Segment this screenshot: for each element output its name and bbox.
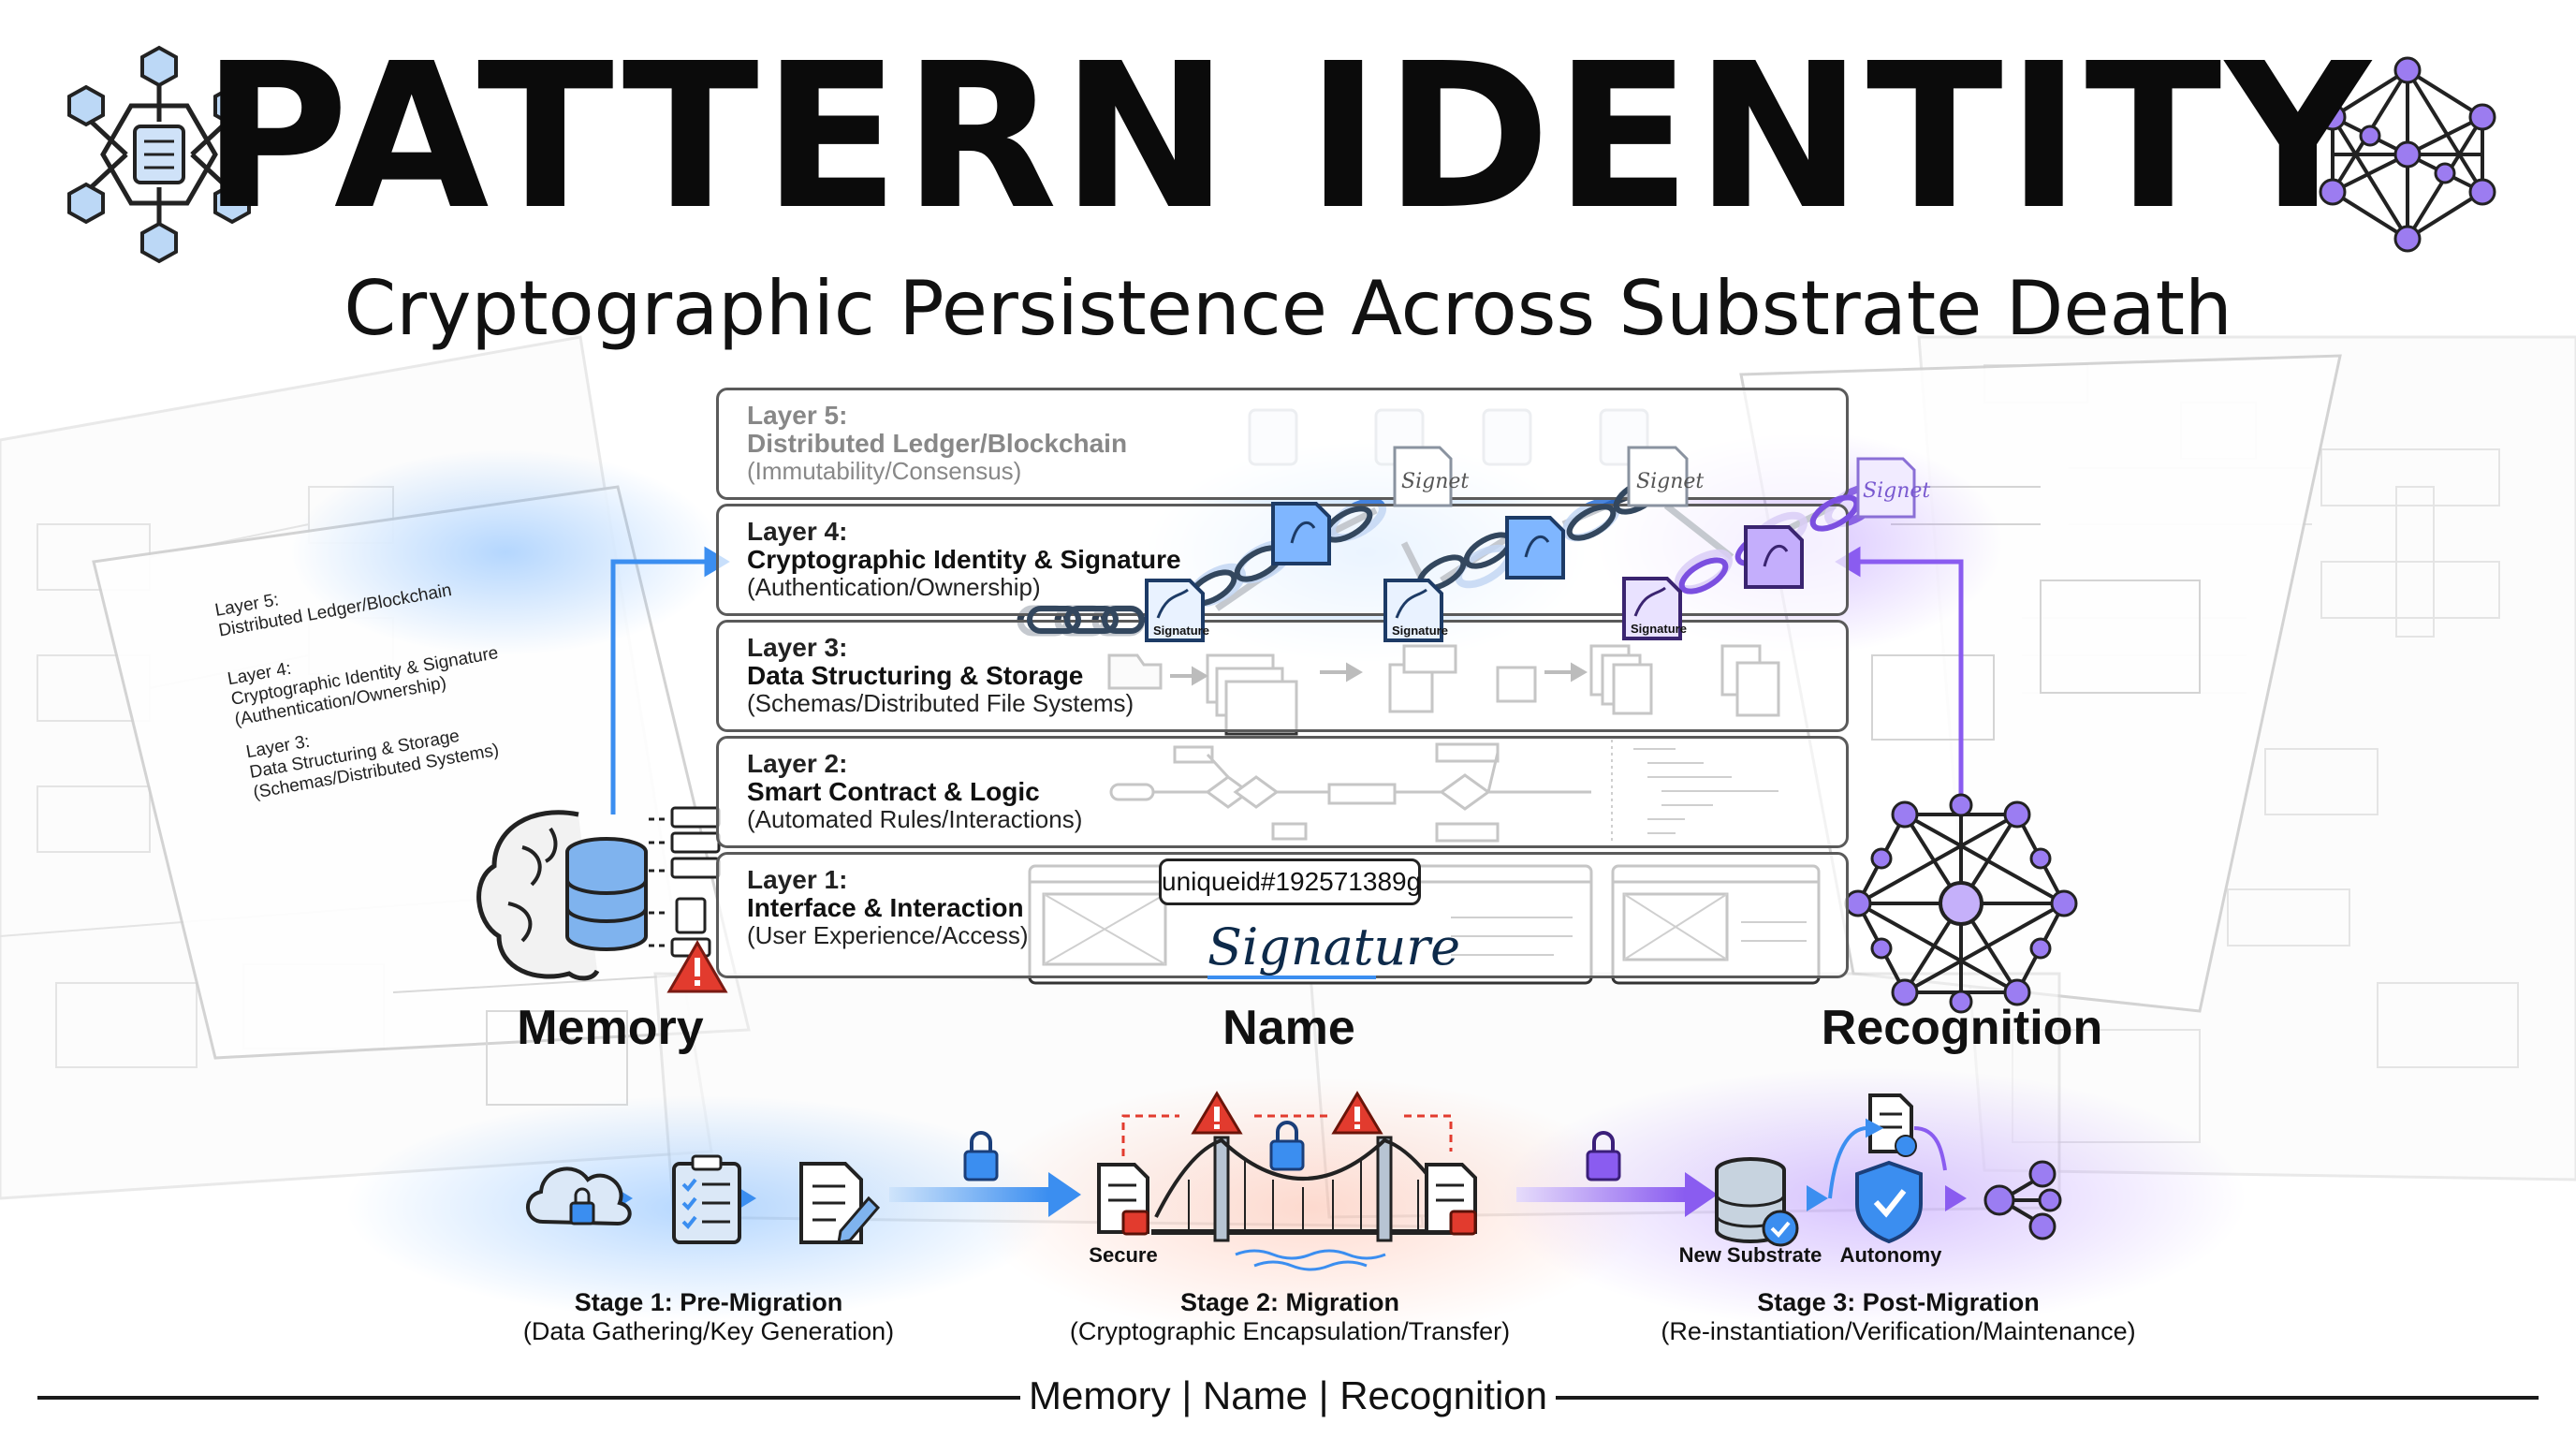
lock-icon: [1586, 1131, 1621, 1181]
migration-dashed-arrows: [1121, 1114, 1453, 1156]
document-check-icon: [1868, 1093, 1917, 1157]
brain-database-icon: [476, 806, 721, 981]
warning-icon: [666, 939, 728, 993]
unique-id-badge: uniqueid#192571389g: [1159, 858, 1421, 905]
signet-label: Signet: [1401, 470, 1470, 493]
layer-name: Cryptographic Identity & Signature: [747, 545, 1181, 575]
layer-1-box: Layer 1: Interface & Interaction (User E…: [716, 852, 1849, 978]
database-check-icon: [1715, 1157, 1799, 1247]
signature-document-icon: [1145, 579, 1205, 642]
autonomy-label: Autonomy: [1839, 1243, 1942, 1267]
pillar-recognition-label: Recognition: [1821, 1001, 2103, 1055]
layer-number: Layer 1:: [747, 865, 848, 894]
stage-1-title: Stage 1: Pre-Migration: [574, 1288, 843, 1316]
layer-name: Distributed Ledger/Blockchain: [747, 429, 1128, 459]
stage-3-title: Stage 3: Post-Migration: [1757, 1288, 2040, 1316]
cloud-lock-icon: [526, 1167, 632, 1226]
document-lock-icon: [1097, 1163, 1149, 1236]
new-substrate-label: New Substrate: [1678, 1243, 1822, 1267]
lock-icon: [963, 1131, 999, 1181]
footer-tagline: Memory | Name | Recognition: [1028, 1373, 1548, 1417]
signature-underline: [1208, 976, 1376, 979]
lock-icon: [1269, 1121, 1305, 1171]
layer-description: (Authentication/Ownership): [747, 573, 1041, 602]
share-icon: [1983, 1160, 2062, 1240]
document-edit-icon: [799, 1162, 881, 1244]
secure-label: Secure: [1089, 1243, 1158, 1267]
layer-description: (Schemas/Distributed File Systems): [747, 689, 1134, 718]
mesh-network-icon: [2319, 56, 2496, 253]
signature-document-icon: [1271, 502, 1331, 565]
signature-document-icon: [1505, 516, 1565, 580]
signature-script: Signature: [1208, 917, 1461, 976]
layer-2-box: Layer 2: Smart Contract & Logic (Automat…: [716, 736, 1849, 848]
layer-number: Layer 4:: [747, 517, 848, 546]
layer-name: Interface & Interaction: [747, 893, 1024, 923]
page-title: PATTERN IDENTITY: [201, 21, 2375, 254]
layer-name: Smart Contract & Logic: [747, 777, 1040, 807]
signet-document-icon: [1393, 446, 1689, 507]
pillar-name-label: Name: [1222, 1001, 1355, 1055]
signature-label: Signature: [1631, 622, 1687, 636]
shield-check-icon: [1855, 1160, 1923, 1244]
stage-2-description: (Cryptographic Encapsulation/Transfer): [1069, 1317, 1511, 1345]
layer-number: Layer 2:: [747, 749, 848, 778]
bridge-icon: [1151, 1136, 1460, 1271]
signature-label: Signature: [1392, 624, 1448, 638]
layer-5-box: Layer 5: Distributed Ledger/Blockchain (…: [716, 388, 1849, 500]
signet-label: Signet: [1863, 479, 1931, 503]
cube-network-icon: [67, 45, 251, 264]
warning-icon: [1191, 1091, 1383, 1135]
glow-stage2: [973, 1077, 1647, 1339]
document-lock-icon: [1425, 1163, 1477, 1236]
signet-label: Signet: [1636, 470, 1705, 493]
stage-2-title: Stage 2: Migration: [1179, 1288, 1400, 1316]
recognition-network-icon: [1844, 793, 2078, 1014]
layer-number: Layer 3:: [747, 633, 848, 662]
signature-label: Signature: [1153, 624, 1209, 638]
page-subtitle: Cryptographic Persistence Across Substra…: [344, 265, 2232, 352]
layer-description: (Immutability/Consensus): [747, 457, 1022, 486]
signature-document-icon: [1744, 525, 1804, 589]
layer-number: Layer 5:: [747, 401, 848, 430]
layer-description: (User Experience/Access): [747, 921, 1029, 950]
layer-name: Data Structuring & Storage: [747, 661, 1084, 691]
signature-document-icon: [1383, 579, 1443, 642]
pillar-memory-label: Memory: [517, 1001, 704, 1055]
autonomy-loop: [1828, 1118, 1947, 1199]
layer-description: (Automated Rules/Interactions): [747, 805, 1083, 834]
stage-3-description: (Re-instantiation/Verification/Maintenan…: [1661, 1317, 2136, 1345]
chain-link-icon: [1027, 477, 1663, 634]
signet-document-icon: [1856, 457, 1916, 519]
stage-1-description: (Data Gathering/Key Generation): [522, 1317, 895, 1345]
signature-document-icon: [1622, 577, 1682, 640]
recognition-connector: [1835, 546, 1964, 814]
checklist-icon: [672, 1154, 741, 1244]
